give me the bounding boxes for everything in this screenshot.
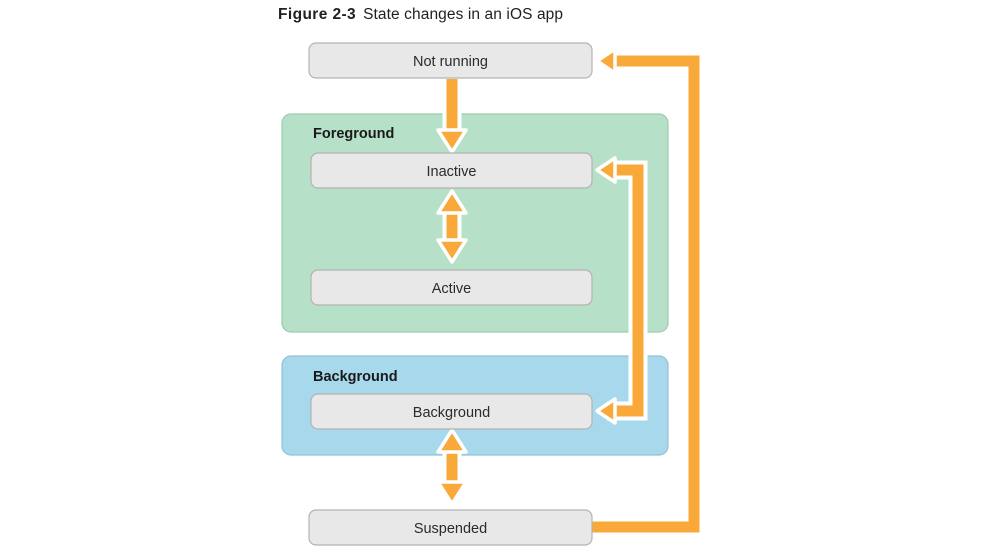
- arrow-inactive-active: [436, 189, 468, 264]
- state-node-background[interactable]: Background: [310, 393, 593, 430]
- arrow-background-suspended: [436, 428, 468, 506]
- figure-number: Figure 2-3: [278, 6, 357, 23]
- arrow-background-to-inactive: [595, 156, 648, 425]
- figure-title: Figure 2-3 State changes in an iOS app: [278, 6, 563, 24]
- arrow-suspended-to-not-running: [588, 47, 704, 537]
- state-node-suspended[interactable]: Suspended: [308, 509, 593, 546]
- arrowhead-inactive-from-background: [595, 156, 617, 184]
- arrowhead-background-from-loop: [595, 397, 617, 425]
- state-label-suspended: Suspended: [414, 521, 487, 537]
- group-label-background: Background: [313, 369, 398, 385]
- state-label-background: Background: [413, 405, 490, 421]
- figure-caption: State changes in an iOS app: [363, 6, 564, 23]
- state-node-inactive[interactable]: Inactive: [310, 152, 593, 189]
- state-node-not-running[interactable]: Not running: [308, 42, 593, 79]
- state-label-inactive: Inactive: [427, 164, 477, 180]
- state-label-not-running: Not running: [413, 54, 488, 70]
- state-node-active[interactable]: Active: [310, 269, 593, 306]
- arrow-not-running-to-inactive: [436, 79, 468, 154]
- arrowhead-not-running: [595, 47, 617, 75]
- arrowhead-inactive-down: [436, 128, 468, 154]
- arrowhead-up-background: [436, 428, 468, 454]
- arrowhead-down-suspended: [436, 480, 468, 506]
- state-label-active: Active: [432, 281, 472, 297]
- arrowhead-up-inactive: [436, 189, 468, 215]
- arrowhead-down-active: [436, 238, 468, 264]
- group-label-foreground: Foreground: [313, 126, 394, 142]
